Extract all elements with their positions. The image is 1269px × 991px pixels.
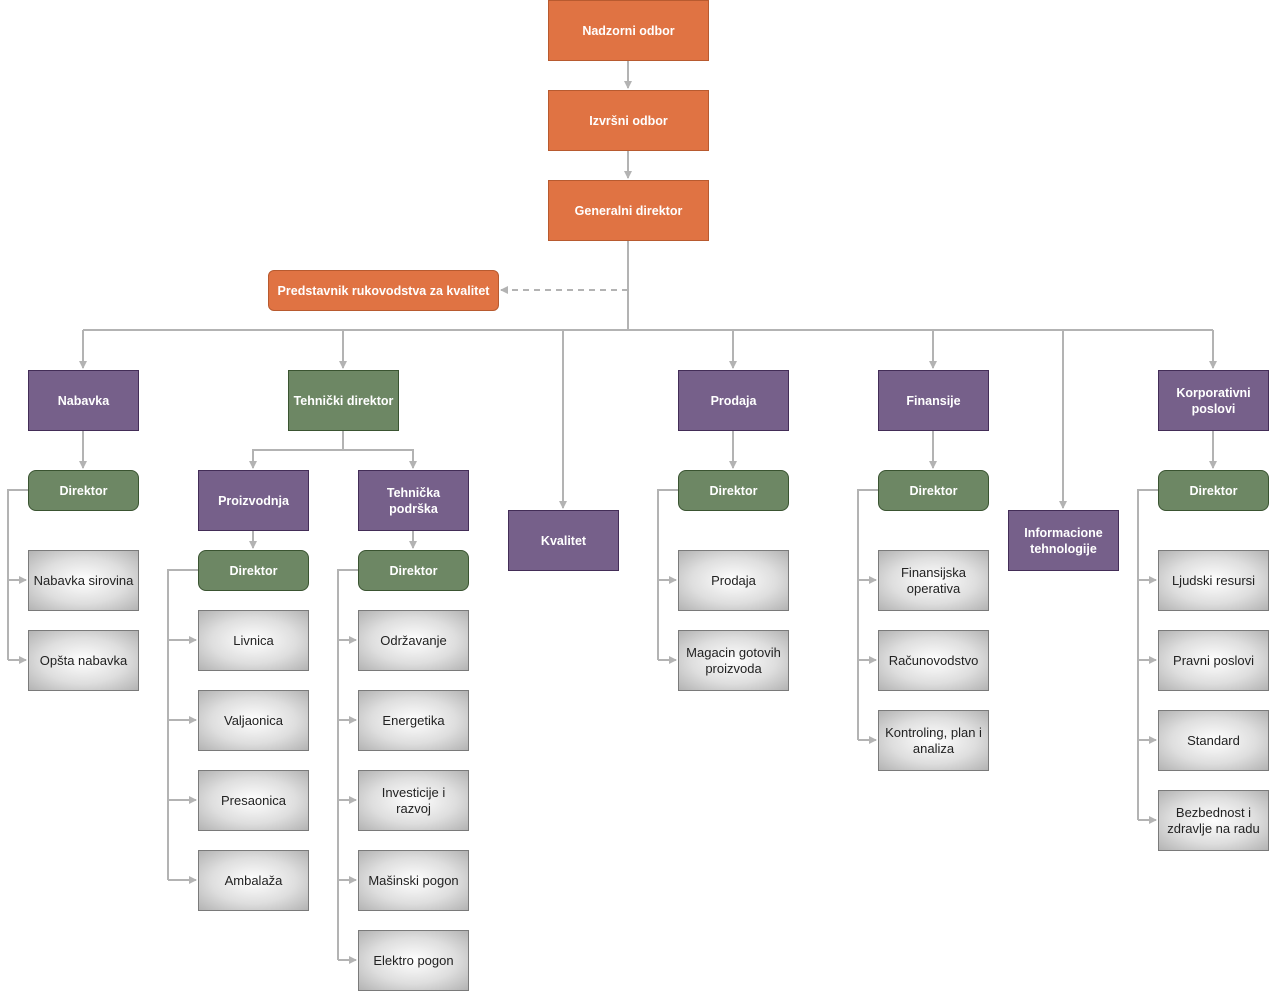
node-nabavka: Nabavka xyxy=(28,370,139,431)
node-investicije-i-razvoj: Investicije i razvoj xyxy=(358,770,469,831)
node-finansijska-operativa: Finansijska operativa xyxy=(878,550,989,611)
node-proizvodnja: Proizvodnja xyxy=(198,470,309,531)
node-label: Nabavka xyxy=(57,393,110,408)
node-label: Informacione tehnologije xyxy=(1024,525,1103,556)
node-label: Direktor xyxy=(229,563,278,578)
node-valjaonica: Valjaonica xyxy=(198,690,309,751)
node-prodaja-sub: Prodaja xyxy=(678,550,789,611)
node-proizvodnja-direktor: Direktor xyxy=(198,550,309,591)
node-korporativni-poslovi: Korporativni poslovi xyxy=(1158,370,1269,431)
node-label: Ambalaža xyxy=(224,872,283,888)
node-label: Izvršni odbor xyxy=(589,113,668,128)
node-label: Magacin gotovih proizvoda xyxy=(686,644,781,676)
node-label: Standard xyxy=(1187,732,1240,748)
node-label: Investicije i razvoj xyxy=(381,784,446,816)
node-label: Proizvodnja xyxy=(218,493,289,508)
node-label: Tehnički direktor xyxy=(293,393,394,408)
node-tehnicka-podrska: Tehnička podrška xyxy=(358,470,469,531)
node-label: Održavanje xyxy=(380,632,447,648)
node-label: Energetika xyxy=(382,712,445,728)
node-label: Bezbednost i zdravlje na radu xyxy=(1167,804,1260,836)
node-kontroling-plan-analiza: Kontroling, plan i analiza xyxy=(878,710,989,771)
node-generalni-direktor: Generalni direktor xyxy=(548,180,709,241)
node-finansije: Finansije xyxy=(878,370,989,431)
node-prodaja: Prodaja xyxy=(678,370,789,431)
node-label: Presaonica xyxy=(220,792,287,808)
node-opsta-nabavka: Opšta nabavka xyxy=(28,630,139,691)
node-label: Livnica xyxy=(233,632,274,648)
node-tehnicka-podrska-direktor: Direktor xyxy=(358,550,469,591)
node-kvalitet: Kvalitet xyxy=(508,510,619,571)
node-finansije-direktor: Direktor xyxy=(878,470,989,511)
node-prodaja-direktor: Direktor xyxy=(678,470,789,511)
node-magacin-gotovih-proizvoda: Magacin gotovih proizvoda xyxy=(678,630,789,691)
node-ljudski-resursi: Ljudski resursi xyxy=(1158,550,1269,611)
node-label: Valjaonica xyxy=(223,712,284,728)
node-label: Finansije xyxy=(906,393,961,408)
node-label: Prodaja xyxy=(711,572,756,588)
node-label: Direktor xyxy=(909,483,958,498)
node-label: Predstavnik rukovodstva za kvalitet xyxy=(277,283,490,298)
node-label: Tehnička podrška xyxy=(386,485,441,516)
node-label: Kvalitet xyxy=(540,533,587,548)
node-label: Direktor xyxy=(1189,483,1238,498)
node-odrzavanje: Održavanje xyxy=(358,610,469,671)
node-label: Nabavka sirovina xyxy=(33,572,134,588)
node-label: Direktor xyxy=(59,483,108,498)
node-ambalaza: Ambalaža xyxy=(198,850,309,911)
node-tehnicki-direktor: Tehnički direktor xyxy=(288,370,399,431)
node-label: Generalni direktor xyxy=(574,203,683,218)
node-energetika: Energetika xyxy=(358,690,469,751)
node-korporativni-direktor: Direktor xyxy=(1158,470,1269,511)
node-label: Korporativni poslovi xyxy=(1176,385,1251,416)
node-presaonica: Presaonica xyxy=(198,770,309,831)
node-label: Ljudski resursi xyxy=(1171,572,1256,588)
node-nabavka-sirovina: Nabavka sirovina xyxy=(28,550,139,611)
node-label: Pravni poslovi xyxy=(1173,652,1254,668)
node-masinski-pogon: Mašinski pogon xyxy=(358,850,469,911)
node-elektro-pogon: Elektro pogon xyxy=(358,930,469,991)
node-predstavnik-rukovodstva: Predstavnik rukovodstva za kvalitet xyxy=(268,270,499,311)
node-label: Kontroling, plan i analiza xyxy=(885,724,982,756)
node-standard: Standard xyxy=(1158,710,1269,771)
node-livnica: Livnica xyxy=(198,610,309,671)
node-izvrsni-odbor: Izvršni odbor xyxy=(548,90,709,151)
node-nadzorni-odbor: Nadzorni odbor xyxy=(548,0,709,61)
node-label: Elektro pogon xyxy=(373,952,454,968)
node-label: Računovodstvo xyxy=(888,652,979,668)
node-informacione-tehnologije: Informacione tehnologije xyxy=(1008,510,1119,571)
node-nabavka-direktor: Direktor xyxy=(28,470,139,511)
node-bezbednost-zdravlje: Bezbednost i zdravlje na radu xyxy=(1158,790,1269,851)
node-label: Direktor xyxy=(709,483,758,498)
node-pravni-poslovi: Pravni poslovi xyxy=(1158,630,1269,691)
node-label: Opšta nabavka xyxy=(39,652,128,668)
node-label: Nadzorni odbor xyxy=(582,23,675,38)
node-label: Direktor xyxy=(389,563,438,578)
node-label: Prodaja xyxy=(710,393,757,408)
node-racunovodstvo: Računovodstvo xyxy=(878,630,989,691)
node-label: Mašinski pogon xyxy=(368,872,459,888)
node-label: Finansijska operativa xyxy=(900,564,967,596)
